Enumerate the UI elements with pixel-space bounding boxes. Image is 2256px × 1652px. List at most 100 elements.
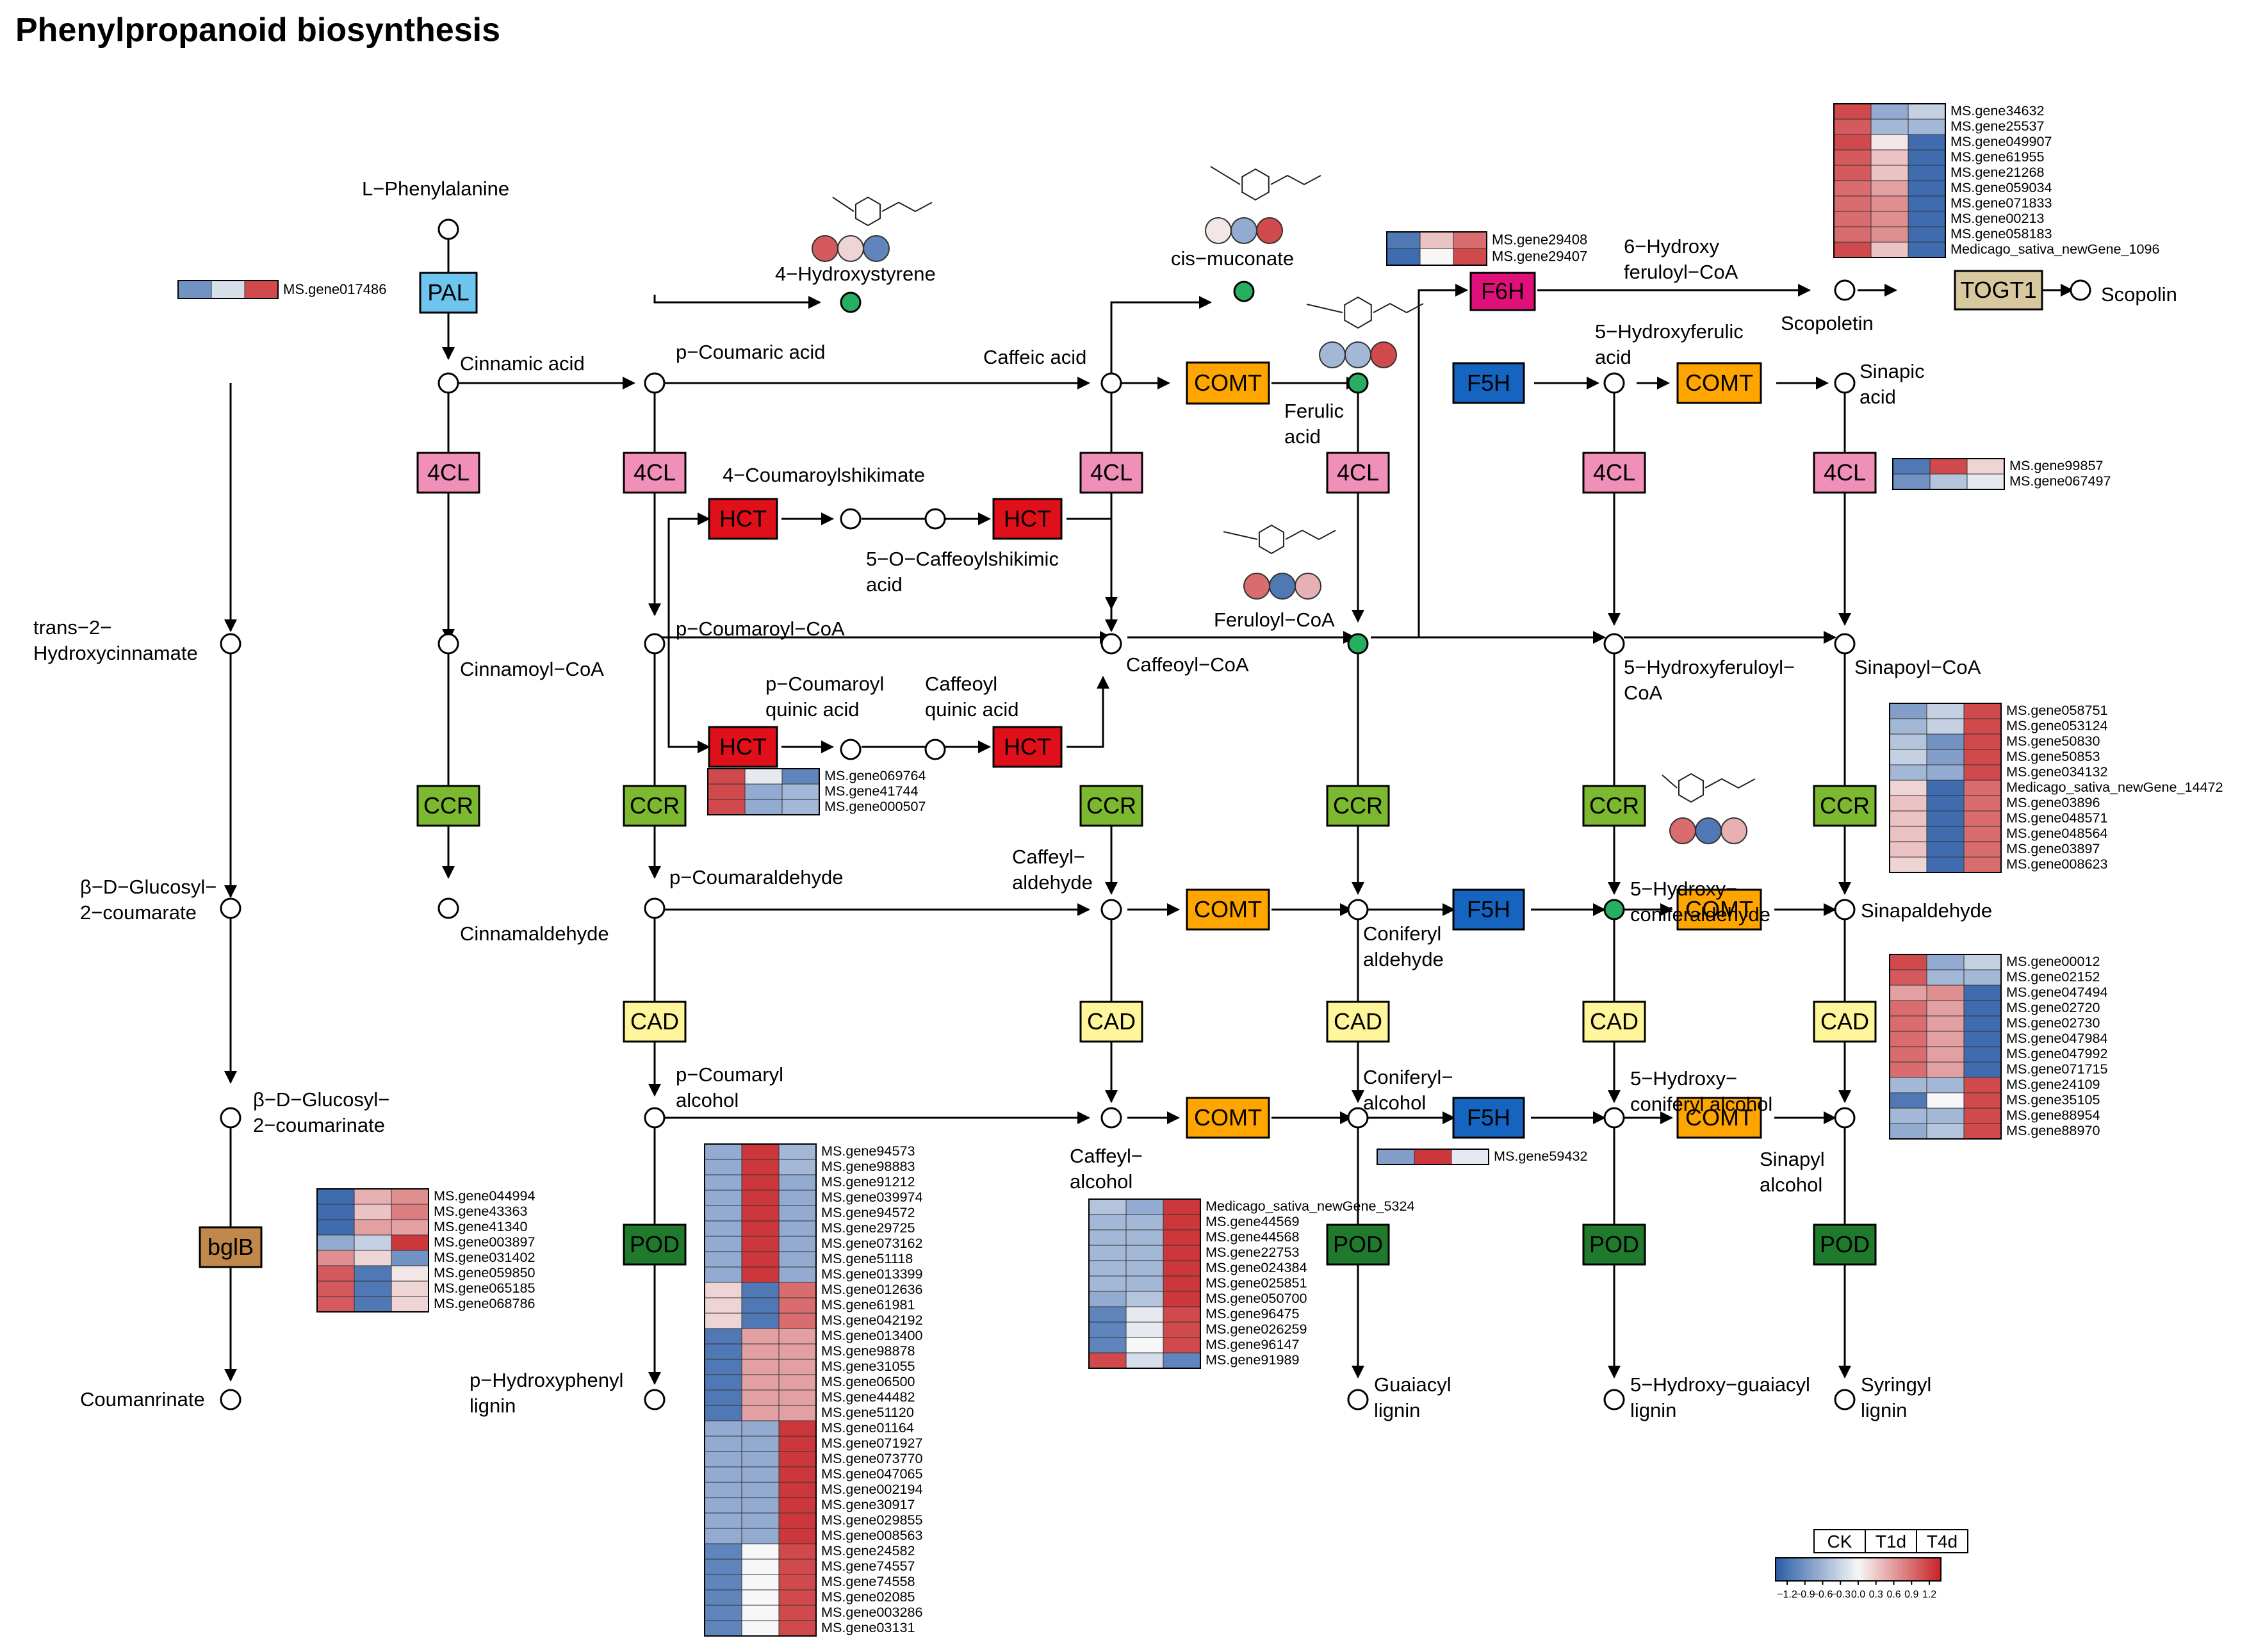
- heatmap-cell: [778, 1420, 817, 1437]
- bubble-dot: [1319, 341, 1346, 368]
- gene-label: MS.gene22753: [1206, 1244, 1299, 1260]
- heatmap-cell: [704, 1174, 742, 1191]
- heatmap-cell: [1963, 826, 2002, 842]
- compound-node-fercoa[interactable]: [1347, 633, 1369, 655]
- enzyme-box-pod[interactable]: POD: [623, 1223, 687, 1266]
- compound-node-fer[interactable]: [1347, 372, 1369, 394]
- enzyme-box-cad[interactable]: CAD: [1582, 1001, 1646, 1043]
- enzyme-box-ccr[interactable]: CCR: [1582, 785, 1646, 827]
- heatmap-cell: [1833, 149, 1872, 166]
- heatmap-cell: [1963, 718, 2002, 735]
- compound-node-hfercoa[interactable]: [1603, 633, 1625, 655]
- compound-node-hfer[interactable]: [1603, 372, 1625, 394]
- enzyme-box-togt1[interactable]: TOGT1: [1954, 270, 2043, 311]
- compound-node-hconalc[interactable]: [1603, 1107, 1625, 1129]
- enzyme-box-cad[interactable]: CAD: [623, 1001, 687, 1043]
- legend-tick-label: 1.2: [1922, 1589, 1936, 1600]
- enzyme-box-pod[interactable]: POD: [1582, 1223, 1646, 1266]
- bubble-dot: [1243, 573, 1270, 600]
- enzyme-box-f5h[interactable]: F5H: [1452, 1097, 1525, 1139]
- heatmap-cell: [1963, 780, 2002, 796]
- enzyme-box-4cl[interactable]: 4CL: [623, 452, 687, 494]
- enzyme-box-4cl[interactable]: 4CL: [416, 452, 480, 494]
- compound-node-coum[interactable]: [220, 1389, 241, 1411]
- compound-node-pcoualc[interactable]: [644, 1107, 666, 1129]
- enzyme-box-f5h[interactable]: F5H: [1452, 888, 1525, 931]
- enzyme-box-ccr[interactable]: CCR: [1326, 785, 1390, 827]
- heatmap-cell: [1870, 119, 1909, 135]
- compound-node-cafshik[interactable]: [924, 508, 946, 530]
- enzyme-box-comt[interactable]: COMT: [1676, 1097, 1762, 1139]
- compound-node-pcouald[interactable]: [644, 897, 666, 919]
- compound-node-cafquin[interactable]: [924, 739, 946, 760]
- compound-node-conalc[interactable]: [1347, 1107, 1369, 1129]
- gene-label: MS.gene41744: [824, 783, 918, 799]
- enzyme-box-pod[interactable]: POD: [1326, 1223, 1390, 1266]
- gene-label: MS.gene30917: [821, 1496, 915, 1512]
- heatmap-cell: [1926, 1108, 1965, 1124]
- compound-node-hlig[interactable]: [644, 1389, 666, 1411]
- compound-node-cafalc[interactable]: [1100, 1107, 1122, 1129]
- compound-node-lphe[interactable]: [437, 218, 459, 240]
- enzyme-box-ccr[interactable]: CCR: [1079, 785, 1143, 827]
- compound-node-sincoa[interactable]: [1834, 633, 1856, 655]
- compound-node-slig[interactable]: [1834, 1389, 1856, 1411]
- compound-node-pcou[interactable]: [644, 372, 666, 394]
- compound-node-glc2[interactable]: [220, 1107, 241, 1129]
- compound-node-cinald[interactable]: [437, 897, 459, 919]
- compound-node-scopolin[interactable]: [2070, 279, 2091, 301]
- compound-node-hstyr[interactable]: [840, 291, 862, 313]
- compound-node-sinalc[interactable]: [1834, 1107, 1856, 1129]
- enzyme-box-cad[interactable]: CAD: [1079, 1001, 1143, 1043]
- compound-node-caf[interactable]: [1100, 372, 1122, 394]
- enzyme-box-cad[interactable]: CAD: [1813, 1001, 1877, 1043]
- enzyme-box-cad[interactable]: CAD: [1326, 1001, 1390, 1043]
- enzyme-box-pal[interactable]: PAL: [419, 272, 478, 314]
- enzyme-box-comt[interactable]: COMT: [1676, 888, 1762, 931]
- compound-node-sinald[interactable]: [1834, 899, 1856, 920]
- compound-node-pcoucoa[interactable]: [644, 633, 666, 655]
- enzyme-box-ccr[interactable]: CCR: [623, 785, 687, 827]
- compound-node-glc1[interactable]: [220, 897, 241, 919]
- enzyme-box-bglb[interactable]: bglB: [199, 1226, 263, 1268]
- compound-node-hglig[interactable]: [1603, 1389, 1625, 1411]
- enzyme-box-pod[interactable]: POD: [1813, 1223, 1877, 1266]
- heatmap-cell: [778, 1190, 817, 1206]
- enzyme-box-hct[interactable]: HCT: [992, 726, 1063, 768]
- enzyme-box-hct[interactable]: HCT: [992, 498, 1063, 540]
- enzyme-box-hct[interactable]: HCT: [708, 726, 778, 768]
- compound-node-hconald[interactable]: [1603, 899, 1625, 920]
- compound-node-sin[interactable]: [1834, 372, 1856, 394]
- enzyme-label: CCR: [1086, 792, 1136, 819]
- enzyme-box-4cl[interactable]: 4CL: [1079, 452, 1143, 494]
- compound-node-pcshik[interactable]: [840, 508, 862, 530]
- compound-node-scop[interactable]: [1834, 279, 1856, 301]
- enzyme-box-comt[interactable]: COMT: [1186, 888, 1270, 931]
- compound-node-cincoa[interactable]: [437, 633, 459, 655]
- compound-node-conald[interactable]: [1347, 899, 1369, 920]
- enzyme-label: CCR: [423, 792, 473, 819]
- enzyme-box-ccr[interactable]: CCR: [1813, 785, 1877, 827]
- enzyme-box-f5h[interactable]: F5H: [1452, 362, 1525, 404]
- compound-node-t2h[interactable]: [220, 633, 241, 655]
- compound-node-pcquin[interactable]: [840, 739, 862, 760]
- enzyme-box-4cl[interactable]: 4CL: [1582, 452, 1646, 494]
- enzyme-box-ccr[interactable]: CCR: [416, 785, 480, 827]
- bubble-dot: [1370, 341, 1397, 368]
- enzyme-box-4cl[interactable]: 4CL: [1326, 452, 1390, 494]
- enzyme-box-comt[interactable]: COMT: [1186, 1097, 1270, 1139]
- heatmap-cell: [741, 1236, 780, 1252]
- enzyme-box-f6h[interactable]: F6H: [1469, 272, 1536, 311]
- enzyme-box-4cl[interactable]: 4CL: [1813, 452, 1877, 494]
- enzyme-box-comt[interactable]: COMT: [1186, 361, 1270, 405]
- enzyme-box-comt[interactable]: COMT: [1676, 362, 1762, 404]
- compound-node-cafald[interactable]: [1100, 899, 1122, 920]
- compound-node-cismuc[interactable]: [1233, 281, 1255, 302]
- compound-node-glig[interactable]: [1347, 1389, 1369, 1411]
- enzyme-box-hct[interactable]: HCT: [708, 498, 778, 540]
- heatmap-cell: [741, 1359, 780, 1375]
- bubble-dot: [812, 235, 838, 262]
- compound-node-cin[interactable]: [437, 372, 459, 394]
- compound-node-cafcoa[interactable]: [1100, 633, 1122, 655]
